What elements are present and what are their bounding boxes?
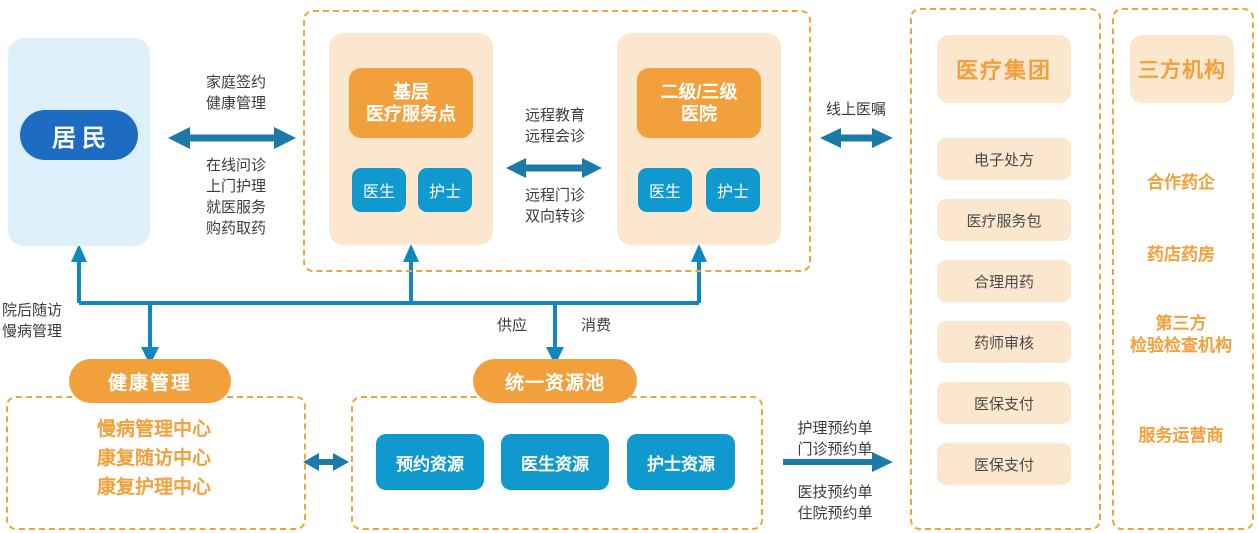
resource-pool-chip-1[interactable]: 医生资源 bbox=[501, 434, 609, 490]
care-service-group bbox=[303, 10, 811, 272]
medical-group-item-3[interactable]: 药师审核 bbox=[937, 321, 1071, 363]
health-management-title[interactable]: 健康管理 bbox=[69, 359, 231, 403]
edge-label-supply: 供应 bbox=[496, 317, 527, 334]
arrow-resident-care bbox=[168, 127, 296, 149]
arrowhead-to-residents bbox=[71, 244, 87, 262]
hospital-title[interactable]: 二级/三级 医院 bbox=[637, 68, 761, 138]
third-party-title[interactable]: 三方机构 bbox=[1130, 35, 1234, 103]
residents-badge[interactable]: 居民 bbox=[20, 110, 138, 160]
edge-label-pool-medgroup-top: 护理预约单 门诊预约单 bbox=[797, 420, 873, 458]
edge-label-telemedicine-bottom: 远程门诊 双向转诊 bbox=[524, 187, 585, 225]
health-management-item-0[interactable]: 慢病管理中心 bbox=[96, 419, 211, 440]
medical-group-title[interactable]: 医疗集团 bbox=[937, 35, 1071, 103]
resource-pool-chip-0[interactable]: 预约资源 bbox=[376, 434, 484, 490]
edge-label-resident-care-bottom: 在线问诊 上门护理 就医服务 购药取药 bbox=[205, 157, 266, 237]
third-party-panel bbox=[1112, 8, 1254, 530]
medical-group-item-2[interactable]: 合理用药 bbox=[937, 260, 1071, 302]
edge-label-resident-care-top: 家庭签约 健康管理 bbox=[205, 74, 266, 112]
third-party-item-2[interactable]: 第三方 检验检查机构 bbox=[1130, 314, 1232, 355]
hospital-role-doctor[interactable]: 医生 bbox=[638, 168, 692, 212]
grassroots-clinic-card bbox=[329, 33, 493, 245]
hospital-card bbox=[617, 33, 781, 245]
arrow-health-pool bbox=[303, 453, 349, 471]
edge-label-online-order: 线上医嘱 bbox=[825, 101, 886, 118]
health-management-item-1[interactable]: 康复随访中心 bbox=[96, 448, 211, 469]
medical-group-item-1[interactable]: 医疗服务包 bbox=[937, 199, 1071, 241]
grassroots-clinic-title[interactable]: 基层 医疗服务点 bbox=[349, 68, 473, 138]
arrow-care-medgroup bbox=[820, 128, 893, 148]
edge-label-post-discharge: 院后随访 慢病管理 bbox=[2, 302, 63, 340]
third-party-item-3[interactable]: 服务运营商 bbox=[1138, 426, 1224, 445]
third-party-item-0[interactable]: 合作药企 bbox=[1147, 173, 1215, 192]
third-party-item-1[interactable]: 药店药房 bbox=[1147, 245, 1215, 264]
medical-group-item-5[interactable]: 医保支付 bbox=[937, 443, 1071, 485]
resource-pool-title[interactable]: 统一资源池 bbox=[473, 359, 637, 403]
medical-group-item-4[interactable]: 医保支付 bbox=[937, 382, 1071, 424]
health-management-item-2[interactable]: 康复护理中心 bbox=[96, 477, 211, 498]
grassroots-role-nurse[interactable]: 护士 bbox=[418, 168, 472, 212]
edge-label-telemedicine-top: 远程教育 远程会诊 bbox=[524, 107, 585, 145]
wire-pool-network bbox=[79, 258, 701, 352]
health-management-items: 慢病管理中心 康复随访中心 康复护理中心 bbox=[6, 415, 302, 502]
resource-pool-chip-2[interactable]: 护士资源 bbox=[627, 434, 735, 490]
hospital-role-nurse[interactable]: 护士 bbox=[706, 168, 760, 212]
edge-label-consume: 消费 bbox=[580, 317, 611, 334]
medical-group-panel bbox=[910, 8, 1101, 530]
grassroots-role-doctor[interactable]: 医生 bbox=[352, 168, 406, 212]
medical-group-item-0[interactable]: 电子处方 bbox=[937, 138, 1071, 180]
edge-label-pool-medgroup-bottom: 医技预约单 住院预约单 bbox=[797, 484, 873, 522]
